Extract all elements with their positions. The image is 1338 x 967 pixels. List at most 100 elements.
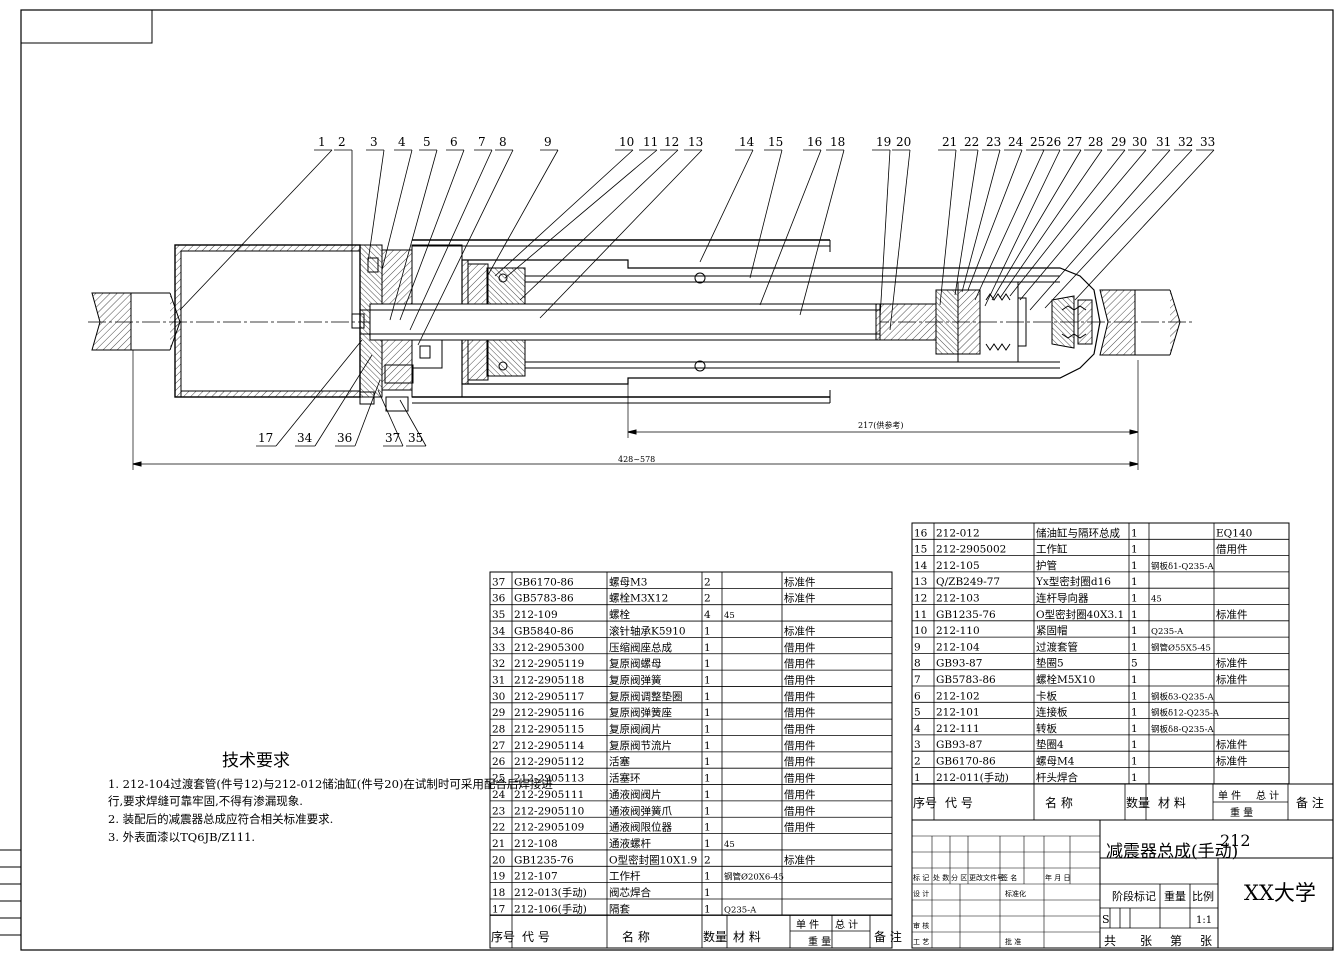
- leader-line: [961, 149, 1001, 293]
- leader-line: [417, 149, 514, 346]
- bom-cell: 2: [704, 593, 711, 605]
- bom-cell: 32: [492, 658, 505, 670]
- leader-line: [991, 149, 1082, 301]
- tech-requirements-title: 技术要求: [222, 751, 290, 771]
- bom-cell: 212-2905109: [514, 822, 584, 834]
- bom-cell: 1: [1131, 690, 1138, 702]
- balloon-28: 28: [1088, 135, 1103, 149]
- bom-cell: 1: [1131, 527, 1138, 539]
- balloon-36: 36: [337, 431, 352, 445]
- approve-label: 批 准: [1005, 937, 1021, 946]
- bom-cell: 8: [914, 658, 921, 670]
- balloon-35: 35: [408, 431, 423, 445]
- bom-cell: 标准件: [1216, 609, 1248, 621]
- title-block: 标 记处 数分 区更改文件号签 名年 月 日设 计标准化审 核工 艺批 准减震器…: [911, 819, 1334, 949]
- bom-cell: 1: [1131, 576, 1138, 588]
- bom-cell: 212-2905114: [514, 740, 585, 752]
- bom-cell: 9: [914, 641, 921, 653]
- bom-cell: 28: [492, 724, 505, 736]
- bom-cell: 17: [492, 903, 505, 915]
- leader-line: [399, 149, 465, 321]
- bom-cell: 1: [704, 756, 711, 768]
- bom-cell: 22: [492, 822, 505, 834]
- bom-cell: 过渡套管: [1036, 640, 1078, 653]
- bom-cell: 7: [914, 674, 921, 686]
- bom-cell: Q235-A: [724, 905, 757, 915]
- bom-cell: 15: [914, 544, 927, 556]
- hdr-seq: 序号: [913, 795, 937, 810]
- balloon-10: 10: [619, 135, 634, 149]
- balloon-31: 31: [1156, 135, 1171, 149]
- bom-cell: 通液阀限位器: [609, 821, 672, 834]
- bom-cell: 1: [704, 838, 711, 850]
- bom-cell: 24: [492, 789, 506, 801]
- bom-cell: 20: [492, 854, 505, 866]
- bom-cell: 2: [704, 854, 711, 866]
- bom-cell: 45: [724, 611, 735, 621]
- bom-cell: 标准件: [784, 625, 816, 637]
- bom-cell: 借用件: [784, 822, 816, 834]
- balloon-16: 16: [807, 135, 822, 149]
- hdr-qty: 数量: [1126, 795, 1150, 810]
- bom-cell: 钢管Ø20X6-45: [724, 872, 784, 883]
- balloon-21: 21: [942, 135, 957, 149]
- bom-cell: GB5840-86: [514, 625, 574, 637]
- sheet-label: 张: [1200, 934, 1212, 948]
- bom-cell: GB93-87: [936, 739, 982, 751]
- leader-line: [759, 149, 822, 306]
- bom-cell: 螺栓M3X12: [609, 592, 668, 605]
- balloon-7: 7: [478, 135, 486, 149]
- bom-cell: 212-2905110: [514, 805, 584, 817]
- bom-cell: 212-013(手动): [514, 886, 587, 899]
- rev-label: 标 记: [913, 873, 929, 882]
- bom-cell: 杆头焊合: [1036, 771, 1078, 784]
- bom-cell: 10: [914, 625, 927, 637]
- bom-cell: 钢板δ3-Q235-A: [1151, 691, 1214, 702]
- bom-cell: 1: [1131, 560, 1138, 572]
- leader-line: [974, 149, 1045, 301]
- bom-cell: 工作杆: [609, 870, 641, 883]
- leader-line: [179, 149, 333, 311]
- balloon-4: 4: [398, 135, 406, 149]
- bom-cell: 通液阀弹簧爪: [609, 804, 672, 817]
- bom-cell: 借用件: [784, 674, 816, 686]
- leader-line: [381, 149, 413, 271]
- bom-cell: Q/ZB249-77: [936, 576, 1000, 588]
- bom-cell: 借用件: [784, 691, 816, 703]
- bom-cell: 212-107: [514, 871, 558, 883]
- leader-line: [1009, 149, 1126, 297]
- bom-cell: 复原阀弹簧: [609, 673, 662, 686]
- bom-cell: 34: [492, 625, 506, 637]
- bom-cell: 212-108: [514, 838, 558, 850]
- hdr-name: 名 称: [1045, 795, 1073, 810]
- hdr-remark: 备 注: [874, 929, 902, 944]
- bom-cell: GB6170-86: [514, 576, 574, 588]
- bom-cell: 30: [492, 691, 505, 703]
- balloon-13: 13: [688, 135, 703, 149]
- bom-cell: 螺栓M5X10: [1036, 673, 1095, 686]
- bom-cell: EQ140: [1216, 527, 1252, 539]
- bom-cell: 212-2905119: [514, 658, 584, 670]
- bom-cell: 1: [704, 773, 711, 785]
- bom-cell: 转板: [1036, 722, 1058, 735]
- bom-cell: 借用件: [784, 707, 816, 719]
- bom-cell: 通液螺杆: [609, 837, 651, 850]
- balloon-23: 23: [986, 135, 1001, 149]
- bom-cell: 1: [1131, 756, 1138, 768]
- bom-cell: 212-2905112: [514, 756, 584, 768]
- bom-cell: 1: [704, 658, 711, 670]
- bom-cell: 1: [1131, 593, 1138, 605]
- leader-line: [967, 149, 1023, 291]
- sheet-label: 共: [1104, 934, 1116, 948]
- bom-cell: 借用件: [784, 658, 816, 670]
- balloon-22: 22: [964, 135, 979, 149]
- bom-cell: 212-012: [936, 527, 980, 539]
- bom-cell: 1: [704, 674, 711, 686]
- bom-cell: 标准件: [1216, 658, 1248, 670]
- bom-cell: 5: [914, 707, 921, 719]
- leader-line: [314, 354, 373, 447]
- leader-line: [879, 149, 891, 319]
- leader-line: [377, 389, 404, 447]
